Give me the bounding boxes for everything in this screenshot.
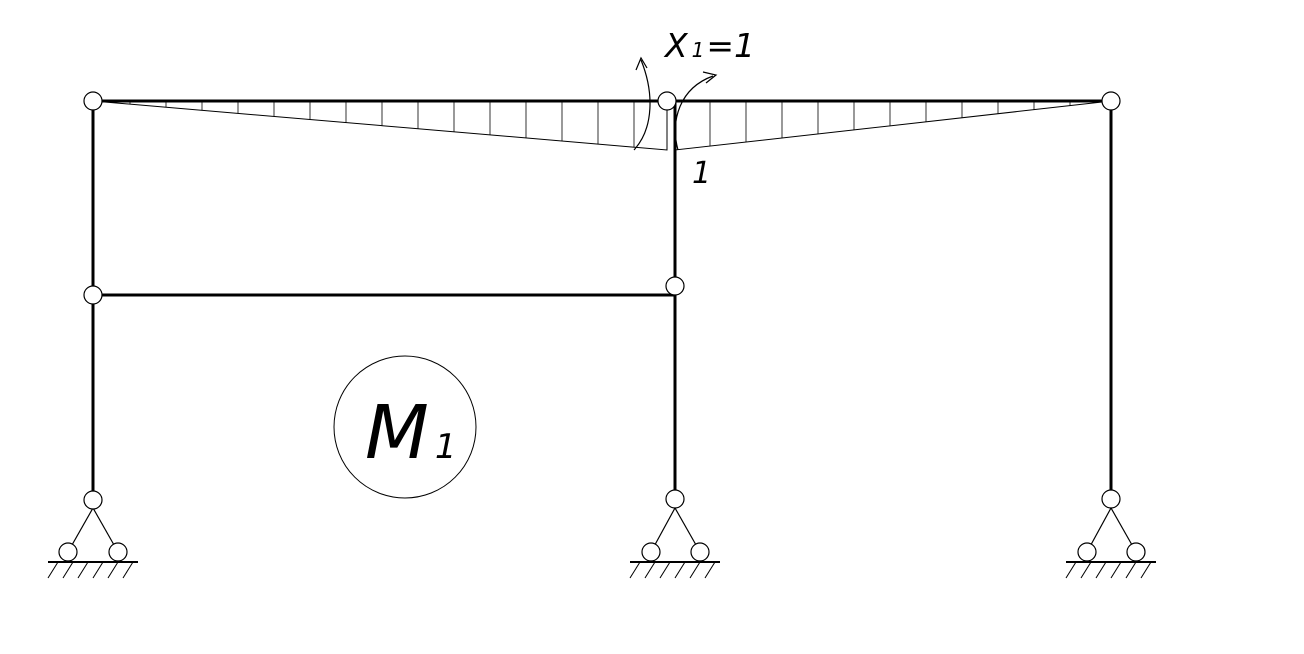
hinge-top-right [1101,91,1121,111]
hinge-top-middle [657,91,677,111]
support-middle [629,489,720,579]
hinge-left-mid [83,285,103,305]
support-left [47,490,138,579]
diagram-label-subscript: 1 [435,427,457,467]
moment-diagram-right [674,100,1112,151]
moment-arrow-right [674,75,714,151]
support-right [1065,489,1156,579]
ordinate-label: 1 [692,156,711,191]
moment-diagram [92,100,1112,151]
frame-members [91,99,1113,502]
unit-moment-arrows [633,56,718,151]
load-label-rest: =1 [706,26,755,65]
moment-arrow-left [633,59,651,151]
hinge-middle-mid [665,276,685,296]
load-label-subscript: 1 [692,38,705,62]
load-label-main: X [663,26,689,65]
hinge-top-left [83,91,103,111]
moment-hatching [129,101,1107,148]
hinges [83,91,1121,305]
diagram-label-circle [333,355,477,499]
moment-diagram-left [92,100,668,151]
diagram-label-main: M [365,390,429,476]
